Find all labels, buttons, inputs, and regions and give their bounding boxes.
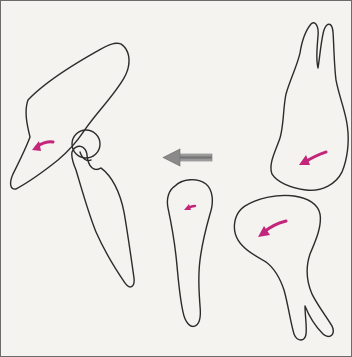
left-upper-tooth-outline	[11, 43, 129, 189]
right-lower-molar-outline	[234, 195, 333, 340]
left-arrow-icon	[163, 149, 212, 166]
right-upper-tooth-outline	[271, 23, 348, 191]
rotation-arrow-left-upper	[32, 141, 53, 151]
rotation-arrow-right-lower	[258, 221, 286, 237]
middle-tooth-outline	[167, 180, 212, 327]
left-lower-root-outline	[72, 146, 134, 287]
left-root-notch	[80, 152, 91, 161]
rotation-arrow-middle	[184, 204, 195, 210]
contact-circle-icon	[72, 130, 100, 158]
rotation-arrow-right-upper	[299, 152, 326, 165]
